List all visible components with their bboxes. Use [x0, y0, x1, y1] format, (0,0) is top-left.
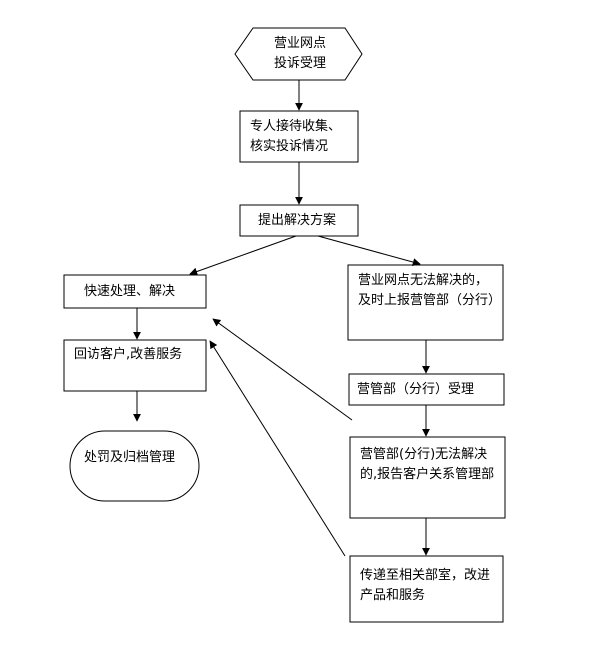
start-node-line1: 营业网点	[273, 36, 326, 51]
improve-node-shape	[349, 555, 504, 623]
propose-node-text: 提出解决方案	[258, 213, 337, 228]
propose-node-shape	[239, 204, 359, 237]
archive-node-shape	[69, 430, 200, 502]
callback-node-text: 回访客户,改善服务	[74, 347, 183, 362]
archive-node-text: 处罚及归档管理	[84, 450, 176, 465]
escalate-node-shape	[347, 264, 504, 341]
dept-accept-node-text: 营管部（分行）受理	[357, 382, 475, 397]
arrow-improve-to-quick	[209, 340, 346, 557]
report-crm-node-text: 营管部(分行)无法解决的,报告客户关系管理部	[360, 447, 495, 482]
report-crm-node-shape	[349, 436, 506, 519]
start-node-shape	[234, 27, 363, 81]
arrow-report-crm-to-quick	[212, 318, 353, 421]
arrow-propose-to-escalate	[317, 235, 421, 266]
improve-node-text: 传递至相关部室，改进产品和服务	[360, 568, 491, 603]
quick-node-text: 快速处理、解决	[84, 284, 176, 299]
callback-node-shape	[63, 339, 207, 392]
dept-accept-node-shape	[348, 373, 505, 406]
receive-node-shape	[239, 110, 359, 163]
quick-node-shape	[63, 274, 207, 309]
escalate-node-text: 营业网点无法解决的，及时上报营管部（分行）	[358, 273, 502, 308]
start-node-line2: 投诉受理	[273, 56, 326, 71]
arrow-propose-to-quick	[189, 235, 297, 276]
receive-node-text: 专人接待收集、核实投诉情况	[250, 119, 342, 154]
